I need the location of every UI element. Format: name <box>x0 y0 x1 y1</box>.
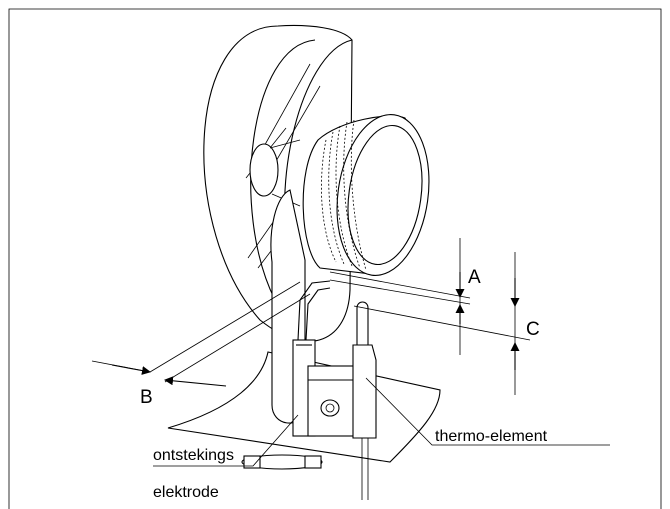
hex-nut <box>320 399 340 417</box>
page-frame <box>8 8 662 509</box>
bottom-connector <box>241 454 323 470</box>
burner-tube <box>302 113 430 277</box>
label-a: A <box>468 267 481 288</box>
label-b: B <box>140 387 153 408</box>
label-ignition-2: elektrode <box>153 484 219 501</box>
label-c: C <box>526 319 540 340</box>
dimension-lines <box>91 238 531 395</box>
thermo-element-probe <box>352 301 377 500</box>
label-ignition-1: ontstekings <box>153 447 234 464</box>
leader-ignition <box>153 414 299 467</box>
label-thermo-element: thermo-element <box>435 428 548 445</box>
leader-thermo <box>365 377 610 446</box>
